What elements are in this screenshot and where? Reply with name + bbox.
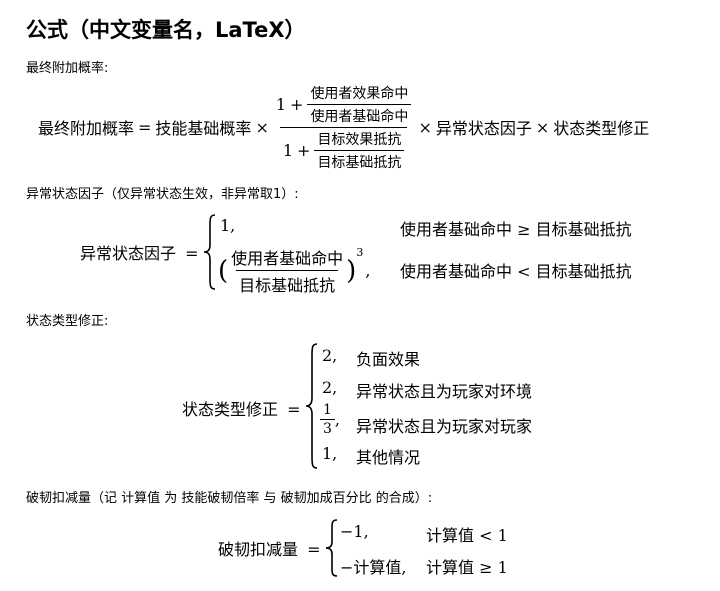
- lhs-toughness-reduction: 破韧扣减量: [218, 540, 299, 559]
- times-sign: ×: [255, 117, 269, 137]
- case-pve-value: 2,: [322, 378, 338, 397]
- case2-value: ( 使用者基础命中 目标基础抵抗 ) 3 ,: [218, 245, 370, 296]
- one: 1: [275, 94, 287, 114]
- main-fraction-denominator: 1 + 目标效果抵抗 目标基础抵抗: [279, 126, 408, 172]
- main-fraction-numerator: 1 + 使用者效果命中 使用者基础命中: [273, 83, 415, 127]
- right-paren: ): [346, 255, 357, 286]
- page-title: 公式（中文变量名，LaTeX）: [26, 18, 306, 42]
- equals-sign: =: [307, 540, 321, 559]
- user-base-hit: 使用者基础命中: [307, 103, 412, 126]
- comma: ,: [365, 261, 371, 280]
- section-label-status-type-modifier: 状态类型修正:: [26, 314, 109, 329]
- section-label-toughness-reduction: 破韧扣减量（记 计算值 为 技能破韧倍率 与 破韧加成百分比 的合成）:: [26, 491, 433, 506]
- case-low-condition: 计算值 < 1: [426, 526, 508, 545]
- lhs-toughness-reduction-group: 破韧扣减量 =: [218, 536, 321, 560]
- lhs-abnormal-factor: 异常状态因子: [80, 244, 177, 263]
- case-pvp-value: 1 3 ,: [320, 402, 340, 437]
- lhs-status-type-modifier-group: 状态类型修正 =: [182, 396, 301, 420]
- lhs-final-probability: 最终附加概率: [38, 119, 135, 138]
- case-pvp-condition: 异常状态且为玩家对玩家: [356, 417, 533, 436]
- equals-sign: =: [185, 244, 199, 263]
- target-base-resist: 目标基础抵抗: [314, 149, 405, 172]
- case-pve-condition: 异常状态且为玩家对环境: [356, 382, 533, 401]
- times-sign: ×: [535, 117, 550, 137]
- main-fraction: 1 + 使用者效果命中 使用者基础命中 1 + 目标效果抵抗 目标基础抵抗: [273, 83, 415, 172]
- lhs-status-type-modifier: 状态类型修正: [182, 400, 279, 419]
- comma: ,: [334, 410, 341, 429]
- user-effect-hit: 使用者效果命中: [310, 85, 409, 102]
- term-skill-base-probability: 技能基础概率: [155, 119, 252, 138]
- times-sign: ×: [418, 117, 432, 137]
- left-brace: [305, 343, 318, 469]
- plus-sign: +: [290, 94, 304, 114]
- exponent: 3: [356, 246, 364, 259]
- fraction-denominator: 3: [320, 419, 335, 437]
- case-negative-value: 2,: [322, 346, 338, 365]
- fraction-numerator: 1: [323, 402, 332, 418]
- equals-sign: =: [287, 400, 301, 419]
- section-label-abnormal-factor: 异常状态因子（仅异常状态生效，非异常取1）:: [26, 187, 299, 202]
- case-other-value: 1,: [322, 444, 338, 463]
- resist-fraction: 目标效果抵抗 目标基础抵抗: [314, 129, 405, 172]
- left-brace: [203, 214, 216, 290]
- case-negative-condition: 负面效果: [356, 350, 421, 369]
- hit-resist-fraction: 使用者基础命中 目标基础抵抗: [228, 245, 346, 296]
- user-base-hit: 使用者基础命中: [231, 249, 344, 268]
- formula-final-probability: 最终附加概率 = 技能基础概率 × 1 + 使用者效果命中 使用者基础命中 1 …: [38, 86, 650, 171]
- left-brace: [325, 519, 338, 577]
- case1-condition: 使用者基础命中 ≥ 目标基础抵抗: [400, 220, 632, 239]
- left-paren: (: [218, 255, 229, 286]
- case-low-value: −1,: [340, 522, 369, 541]
- section-label-final-probability: 最终附加概率:: [26, 61, 109, 76]
- case1-value: 1,: [220, 216, 236, 235]
- lhs-abnormal-factor-group: 异常状态因子 =: [80, 240, 199, 264]
- one-third-fraction: 1 3: [320, 402, 335, 437]
- term-abnormal-factor: 异常状态因子: [435, 119, 532, 138]
- hit-fraction: 使用者效果命中 使用者基础命中: [307, 83, 412, 126]
- target-effect-resist: 目标效果抵抗: [317, 131, 402, 148]
- equals-sign: =: [138, 117, 152, 137]
- case-other-condition: 其他情况: [356, 448, 421, 467]
- case-high-value: −计算值,: [340, 558, 407, 577]
- plus-sign: +: [297, 140, 311, 160]
- target-base-resist: 目标基础抵抗: [236, 270, 339, 296]
- case-high-condition: 计算值 ≥ 1: [426, 558, 508, 577]
- case2-condition: 使用者基础命中 < 目标基础抵抗: [400, 262, 632, 281]
- one: 1: [282, 140, 294, 160]
- term-status-type-modifier: 状态类型修正: [553, 119, 650, 138]
